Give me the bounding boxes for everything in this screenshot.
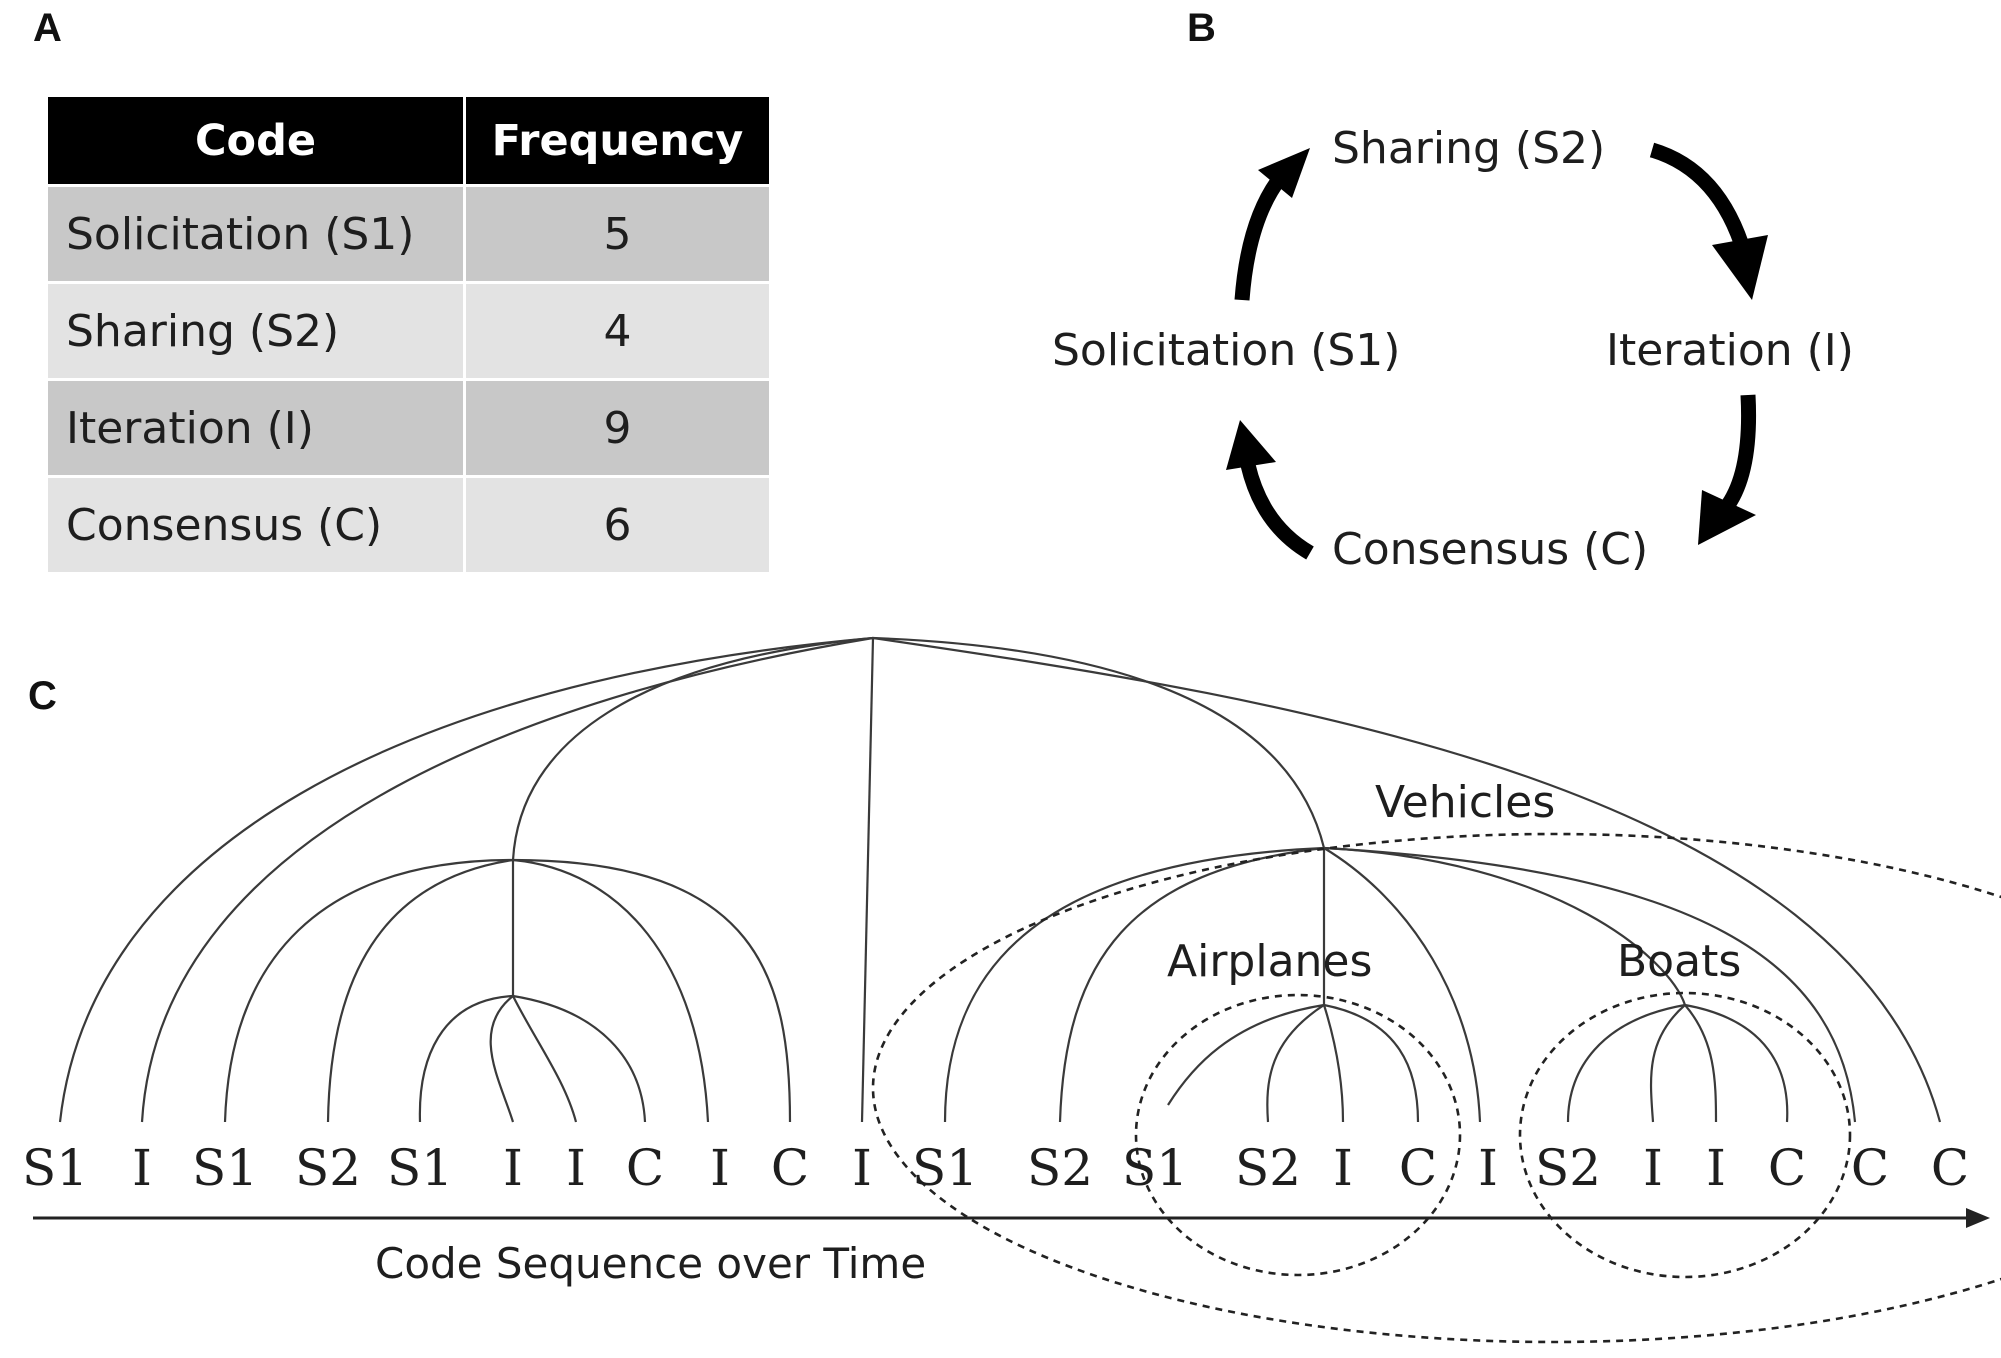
cycle-iteration-label: Iteration (I) — [1606, 325, 1854, 376]
sequence-code: S1 — [22, 1139, 88, 1197]
sequence-code: S1 — [387, 1139, 453, 1197]
tree-branch — [512, 858, 710, 1123]
sequence-code: I — [1333, 1139, 1353, 1197]
arrowhead-icon — [1698, 490, 1756, 545]
boats-label: Boats — [1617, 936, 1741, 987]
tree-branch — [489, 995, 515, 1123]
tree-branch — [1684, 1003, 1789, 1123]
tree-branch — [512, 995, 578, 1123]
header-code: Code — [48, 97, 466, 187]
cell-frequency: 6 — [464, 476, 769, 575]
table-header-row: Code Frequency — [48, 97, 769, 187]
panel-a-label: A — [33, 6, 62, 50]
frequency-table: Code Frequency Solicitation (S1) 5 Shari… — [48, 97, 769, 575]
sequence-code: S1 — [1122, 1139, 1188, 1197]
tree-branch — [418, 994, 514, 1123]
table-row: Solicitation (S1) 5 — [48, 185, 769, 284]
tree-branch — [872, 636, 1326, 849]
tree-branch — [512, 994, 647, 1123]
tree-branch — [860, 637, 875, 1123]
sequence-code: I — [1478, 1139, 1498, 1197]
arrowhead-icon — [1226, 420, 1276, 470]
tree-branch — [512, 858, 792, 1123]
cycle-consensus-label: Consensus (C) — [1332, 524, 1648, 575]
sequence-code: I — [1706, 1139, 1726, 1197]
tree-branch — [1566, 1003, 1686, 1123]
arrowhead-icon — [1258, 148, 1310, 198]
time-axis-label: Code Sequence over Time — [375, 1239, 926, 1288]
arrow-consensus-to-solicitation — [1240, 463, 1314, 560]
cycle-sharing-label: Sharing (S2) — [1332, 123, 1605, 174]
sequence-code: I — [132, 1139, 152, 1197]
boats-group-ellipse — [1518, 991, 1852, 1279]
arrow-iteration-to-consensus — [1721, 394, 1757, 510]
sequence-code: C — [1768, 1139, 1806, 1197]
sequence-code: I — [710, 1139, 730, 1197]
table-row: Sharing (S2) 4 — [48, 282, 769, 381]
airplanes-group-ellipse — [1134, 993, 1462, 1277]
tree-branch — [1323, 846, 1687, 1006]
tree-branch — [326, 858, 514, 1123]
tree-branch — [1167, 1003, 1325, 1106]
tree-branch — [1684, 1004, 1718, 1123]
arrowhead-icon — [1966, 1208, 1990, 1228]
sequence-code: S2 — [1535, 1139, 1601, 1197]
sequence-code: I — [503, 1139, 523, 1197]
header-frequency: Frequency — [464, 97, 769, 187]
cycle-solicitation-label: Solicitation (S1) — [1052, 325, 1400, 376]
vehicles-group-ellipse — [871, 832, 2001, 1344]
sequence-code: C — [1851, 1139, 1889, 1197]
panel-b-label: B — [1187, 6, 1216, 50]
tree-branch — [1649, 1004, 1686, 1123]
tree-branch — [872, 636, 1942, 1123]
panel-c-label: C — [28, 674, 57, 718]
tree-branch — [1058, 846, 1325, 1123]
tree-branch — [1322, 1004, 1345, 1123]
cell-code: Consensus (C) — [48, 476, 466, 575]
sequence-code: S2 — [295, 1139, 361, 1197]
sequence-code: C — [1399, 1139, 1437, 1197]
tree-branch — [1323, 846, 1857, 1123]
table-row: Iteration (I) 9 — [48, 379, 769, 478]
sequence-code: S2 — [1235, 1139, 1301, 1197]
arrow-solicitation-to-sharing — [1234, 173, 1287, 301]
tree-branch — [511, 636, 874, 861]
sequence-code: C — [626, 1139, 664, 1197]
sequence-code: S1 — [912, 1139, 978, 1197]
tree-branch — [943, 846, 1325, 1123]
sequence-code: I — [566, 1139, 586, 1197]
tree-branch — [223, 858, 514, 1123]
table-row: Consensus (C) 6 — [48, 476, 769, 575]
cell-code: Solicitation (S1) — [48, 185, 466, 284]
arrow-sharing-to-iteration — [1649, 142, 1753, 258]
cell-frequency: 4 — [464, 282, 769, 381]
sequence-code: I — [852, 1139, 872, 1197]
vehicles-label: Vehicles — [1375, 777, 1555, 828]
tree-branch — [58, 636, 874, 1123]
cell-code: Sharing (S2) — [48, 282, 466, 381]
sequence-code: C — [771, 1139, 809, 1197]
tree-branch — [1323, 1003, 1420, 1123]
arrowhead-icon — [1712, 235, 1768, 300]
tree-branch — [1266, 1004, 1325, 1123]
tree-branch — [1323, 847, 1482, 1123]
tree-branch — [140, 636, 874, 1123]
sequence-code: S2 — [1027, 1139, 1093, 1197]
sequence-code: C — [1931, 1139, 1969, 1197]
cell-frequency: 9 — [464, 379, 769, 478]
cell-frequency: 5 — [464, 185, 769, 284]
sequence-code: I — [1643, 1139, 1663, 1197]
airplanes-label: Airplanes — [1167, 936, 1372, 987]
sequence-code: S1 — [192, 1139, 258, 1197]
cycle-diagram: Sharing (S2) Iteration (I) Consensus (C)… — [1052, 123, 1854, 575]
cell-code: Iteration (I) — [48, 379, 466, 478]
